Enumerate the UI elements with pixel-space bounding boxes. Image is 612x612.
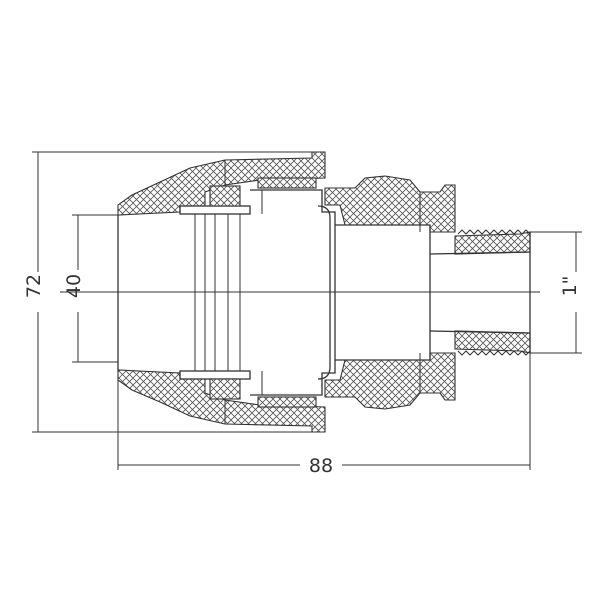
spigot-bore: [429, 251, 531, 334]
body-top-section: [324, 175, 456, 233]
dimension-overall-length: 88: [117, 353, 531, 477]
body-bottom-section: [324, 352, 456, 410]
internal-components: [179, 160, 336, 424]
dim-label-72: 72: [23, 274, 45, 298]
spigot-top-section: [454, 231, 531, 255]
dimension-overall-height: 72: [23, 151, 312, 433]
bore-outlines: [60, 192, 540, 393]
o-ring-bottom: [257, 396, 317, 408]
dim-label-88: 88: [309, 455, 333, 477]
fitting-body: [117, 151, 531, 433]
thread-bottom: [457, 350, 531, 356]
o-ring-top: [257, 177, 317, 189]
grip-ring-top: [209, 185, 241, 207]
thread-top: [457, 229, 531, 235]
dim-label-40: 40: [63, 274, 85, 298]
dim-label-thread: 1": [559, 276, 581, 297]
spigot-bottom-section: [454, 330, 531, 354]
grip-ring-bottom: [209, 378, 241, 400]
collet-bottom: [179, 370, 251, 380]
dimension-bore-diameter: 40: [63, 214, 118, 363]
dimension-thread-size: 1": [530, 231, 582, 354]
collet-top: [179, 205, 251, 215]
